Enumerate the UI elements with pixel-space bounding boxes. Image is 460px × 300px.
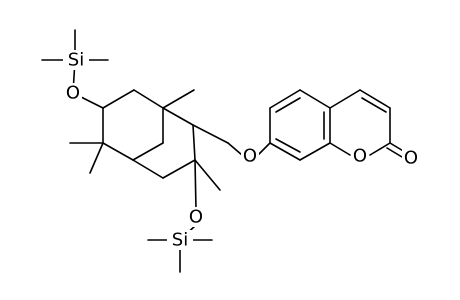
- bond: [102, 142, 134, 161]
- bond: [257, 142, 271, 156]
- bond: [329, 142, 351, 156]
- ring-a: [69, 89, 164, 174]
- silicon-label-bottom: Si: [172, 230, 188, 251]
- bond: [192, 124, 229, 144]
- carbonyl-oxygen-label: O: [404, 148, 418, 169]
- bond: [299, 142, 331, 161]
- bond: [132, 159, 164, 179]
- ether-oxygen-label: O: [243, 146, 257, 167]
- bond: [132, 142, 164, 161]
- bond: [359, 89, 391, 109]
- oxygen-label-bottom: O: [189, 207, 203, 228]
- bond: [162, 107, 194, 126]
- bond: [269, 89, 301, 109]
- coumarin: [257, 89, 406, 161]
- atom-labels: Si O O Si O O O: [63, 50, 420, 251]
- bond: [361, 97, 387, 113]
- bond: [162, 159, 196, 179]
- bond: [192, 124, 196, 161]
- bond: [275, 97, 301, 113]
- bond: [227, 142, 243, 156]
- silicon-label-top: Si: [68, 50, 84, 71]
- bond: [194, 159, 221, 191]
- bond: [329, 89, 361, 109]
- bond: [299, 89, 331, 109]
- ring-b: [132, 89, 243, 211]
- bond: [269, 142, 301, 161]
- bond: [194, 159, 197, 211]
- bond: [162, 89, 195, 109]
- bond: [133, 89, 164, 109]
- bond: [386, 147, 403, 158]
- ring-oxygen-label: O: [353, 146, 367, 167]
- bond: [89, 142, 104, 174]
- bond: [102, 89, 135, 109]
- oxygen-label-top: O: [66, 83, 80, 104]
- bond: [369, 142, 391, 156]
- bond: [275, 138, 301, 153]
